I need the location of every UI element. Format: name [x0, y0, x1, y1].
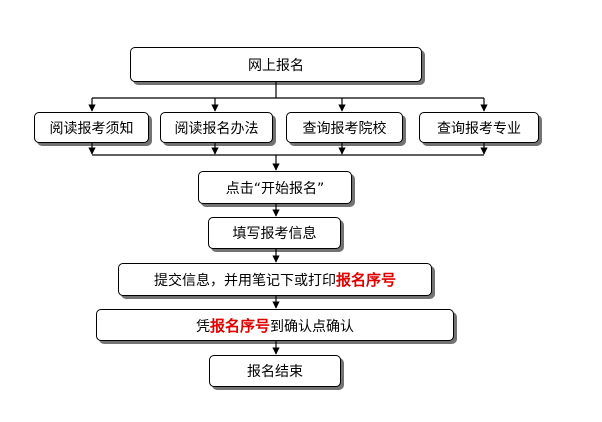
step-confirm: 凭报名序号到确认点确认	[96, 309, 454, 341]
step-label: 提交信息，并用笔记下或打印报名序号	[154, 269, 396, 290]
step-label: 网上报名	[248, 57, 304, 74]
step-text: 到确认点确认	[270, 318, 354, 335]
option-query-institutions: 查询报考院校	[286, 112, 403, 143]
step-registration-end: 报名结束	[209, 355, 341, 387]
step-label: 填写报考信息	[232, 226, 317, 242]
option-label: 阅读报名办法	[174, 120, 259, 137]
step-label: 报名结束	[247, 364, 303, 380]
option-query-majors: 查询报考专业	[419, 112, 539, 143]
registration-number-highlight: 报名序号	[209, 316, 270, 335]
step-text: 提交信息，并用笔记下或打印	[153, 273, 336, 289]
step-online-registration: 网上报名	[130, 47, 422, 82]
option-read-registration-method: 阅读报名办法	[160, 112, 273, 143]
option-label: 查询报考专业	[437, 120, 521, 137]
step-submit-info: 提交信息，并用笔记下或打印报名序号	[118, 263, 432, 296]
step-label: 凭报名序号到确认点确认	[196, 315, 354, 336]
step-label: 点击“开始报名”	[225, 180, 325, 197]
option-label: 查询报考院校	[302, 120, 387, 137]
step-text: 凭	[195, 318, 210, 335]
option-read-exam-notice: 阅读报考须知	[34, 112, 149, 143]
registration-number-highlight: 报名序号	[335, 271, 396, 289]
option-label: 阅读报考须知	[49, 120, 134, 137]
step-fill-info: 填写报考信息	[208, 217, 341, 249]
step-click-start: 点击“开始报名”	[198, 171, 352, 204]
